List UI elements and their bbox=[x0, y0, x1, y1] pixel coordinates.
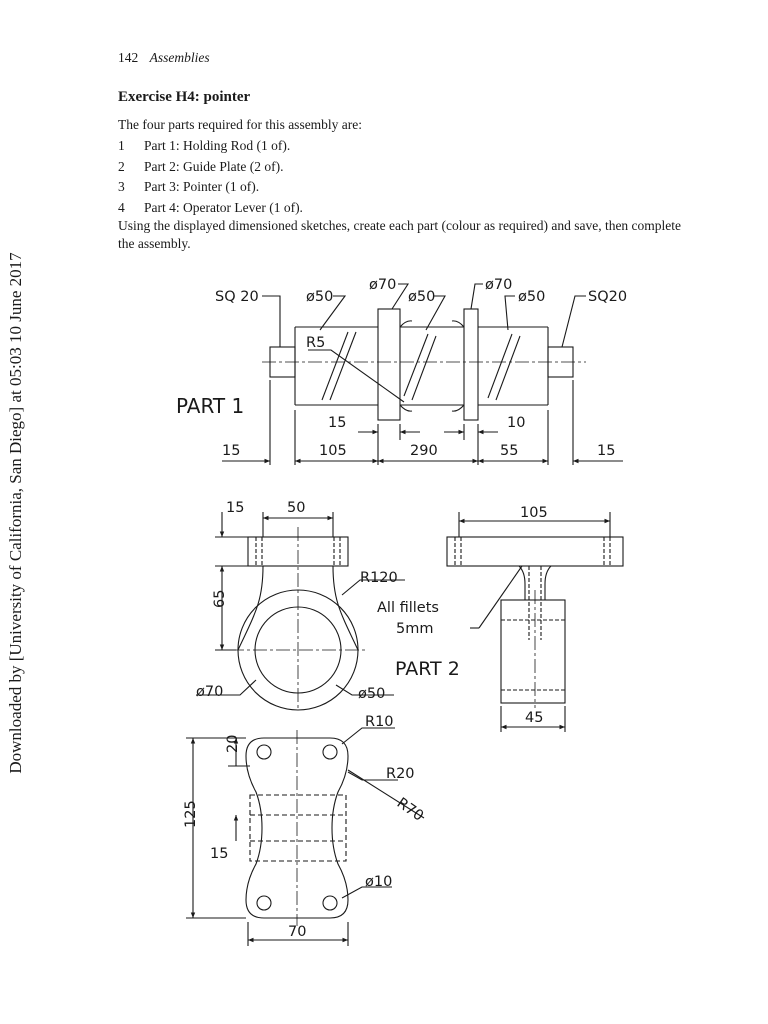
dim-15-left: 15 bbox=[222, 443, 240, 459]
exercise-title: Exercise H4: pointer bbox=[118, 89, 251, 105]
callout-d70-a: ø70 bbox=[369, 277, 396, 293]
callout-sq20-left: SQ 20 bbox=[215, 289, 259, 305]
p2-dim-50: 50 bbox=[287, 500, 305, 516]
part2-front-view: 15 50 65 R120 ø70 ø50 PART 2 bbox=[196, 500, 460, 711]
callout-r10: R10 bbox=[365, 714, 394, 730]
callout-sq20-right: SQ20 bbox=[588, 289, 627, 305]
part1-label: PART 1 bbox=[176, 394, 244, 418]
callout-r5: R5 bbox=[306, 335, 325, 351]
page-number: 142 bbox=[118, 50, 139, 65]
dim-55: 55 bbox=[500, 443, 518, 459]
p3-dim-70: 70 bbox=[288, 924, 306, 940]
callout-fillets-1: All fillets bbox=[377, 600, 439, 616]
callout-p3-d10: ø10 bbox=[365, 874, 392, 890]
exercise-instructions: Using the displayed dimensioned sketches… bbox=[118, 218, 682, 251]
part2-side-view: 105 All fillets 5mm 45 bbox=[377, 505, 624, 732]
dim-top-15: 15 bbox=[328, 415, 346, 431]
exercise-intro: The four parts required for this assembl… bbox=[118, 117, 363, 132]
callout-r20: R20 bbox=[386, 766, 415, 782]
callout-p2-d50: ø50 bbox=[358, 686, 385, 702]
p2-dim-45: 45 bbox=[525, 710, 543, 726]
callout-d50-a: ø50 bbox=[306, 289, 333, 305]
part3-drawing: R10 20 R20 R70 125 15 ø10 70 bbox=[183, 714, 426, 946]
callout-d50-c: ø50 bbox=[518, 289, 545, 305]
callout-d70-b: ø70 bbox=[485, 277, 512, 293]
callout-fillets-2: 5mm bbox=[396, 621, 433, 637]
p2-dim-65: 65 bbox=[212, 590, 228, 608]
dim-top-10: 10 bbox=[507, 415, 525, 431]
dim-15-right: 15 bbox=[597, 443, 615, 459]
p3-dim-20: 20 bbox=[225, 735, 241, 753]
section-title: Assemblies bbox=[149, 50, 210, 65]
callout-d50-b: ø50 bbox=[408, 289, 435, 305]
p2-dim-105: 105 bbox=[520, 505, 548, 521]
callout-r120: R120 bbox=[360, 570, 398, 586]
part1-drawing: SQ 20 ø50 ø70 ø50 ø70 ø50 SQ20 R5 PART 1… bbox=[176, 277, 627, 465]
p2-dim-15: 15 bbox=[226, 500, 244, 516]
dim-105: 105 bbox=[319, 443, 347, 459]
dim-290: 290 bbox=[410, 443, 438, 459]
p3-dim-125: 125 bbox=[183, 800, 199, 828]
callout-r70: R70 bbox=[394, 795, 427, 824]
part2-label: PART 2 bbox=[395, 658, 460, 680]
page-header: 142 Assemblies bbox=[118, 50, 210, 66]
p3-dim-15: 15 bbox=[210, 846, 228, 862]
callout-p2-d70: ø70 bbox=[196, 684, 223, 700]
